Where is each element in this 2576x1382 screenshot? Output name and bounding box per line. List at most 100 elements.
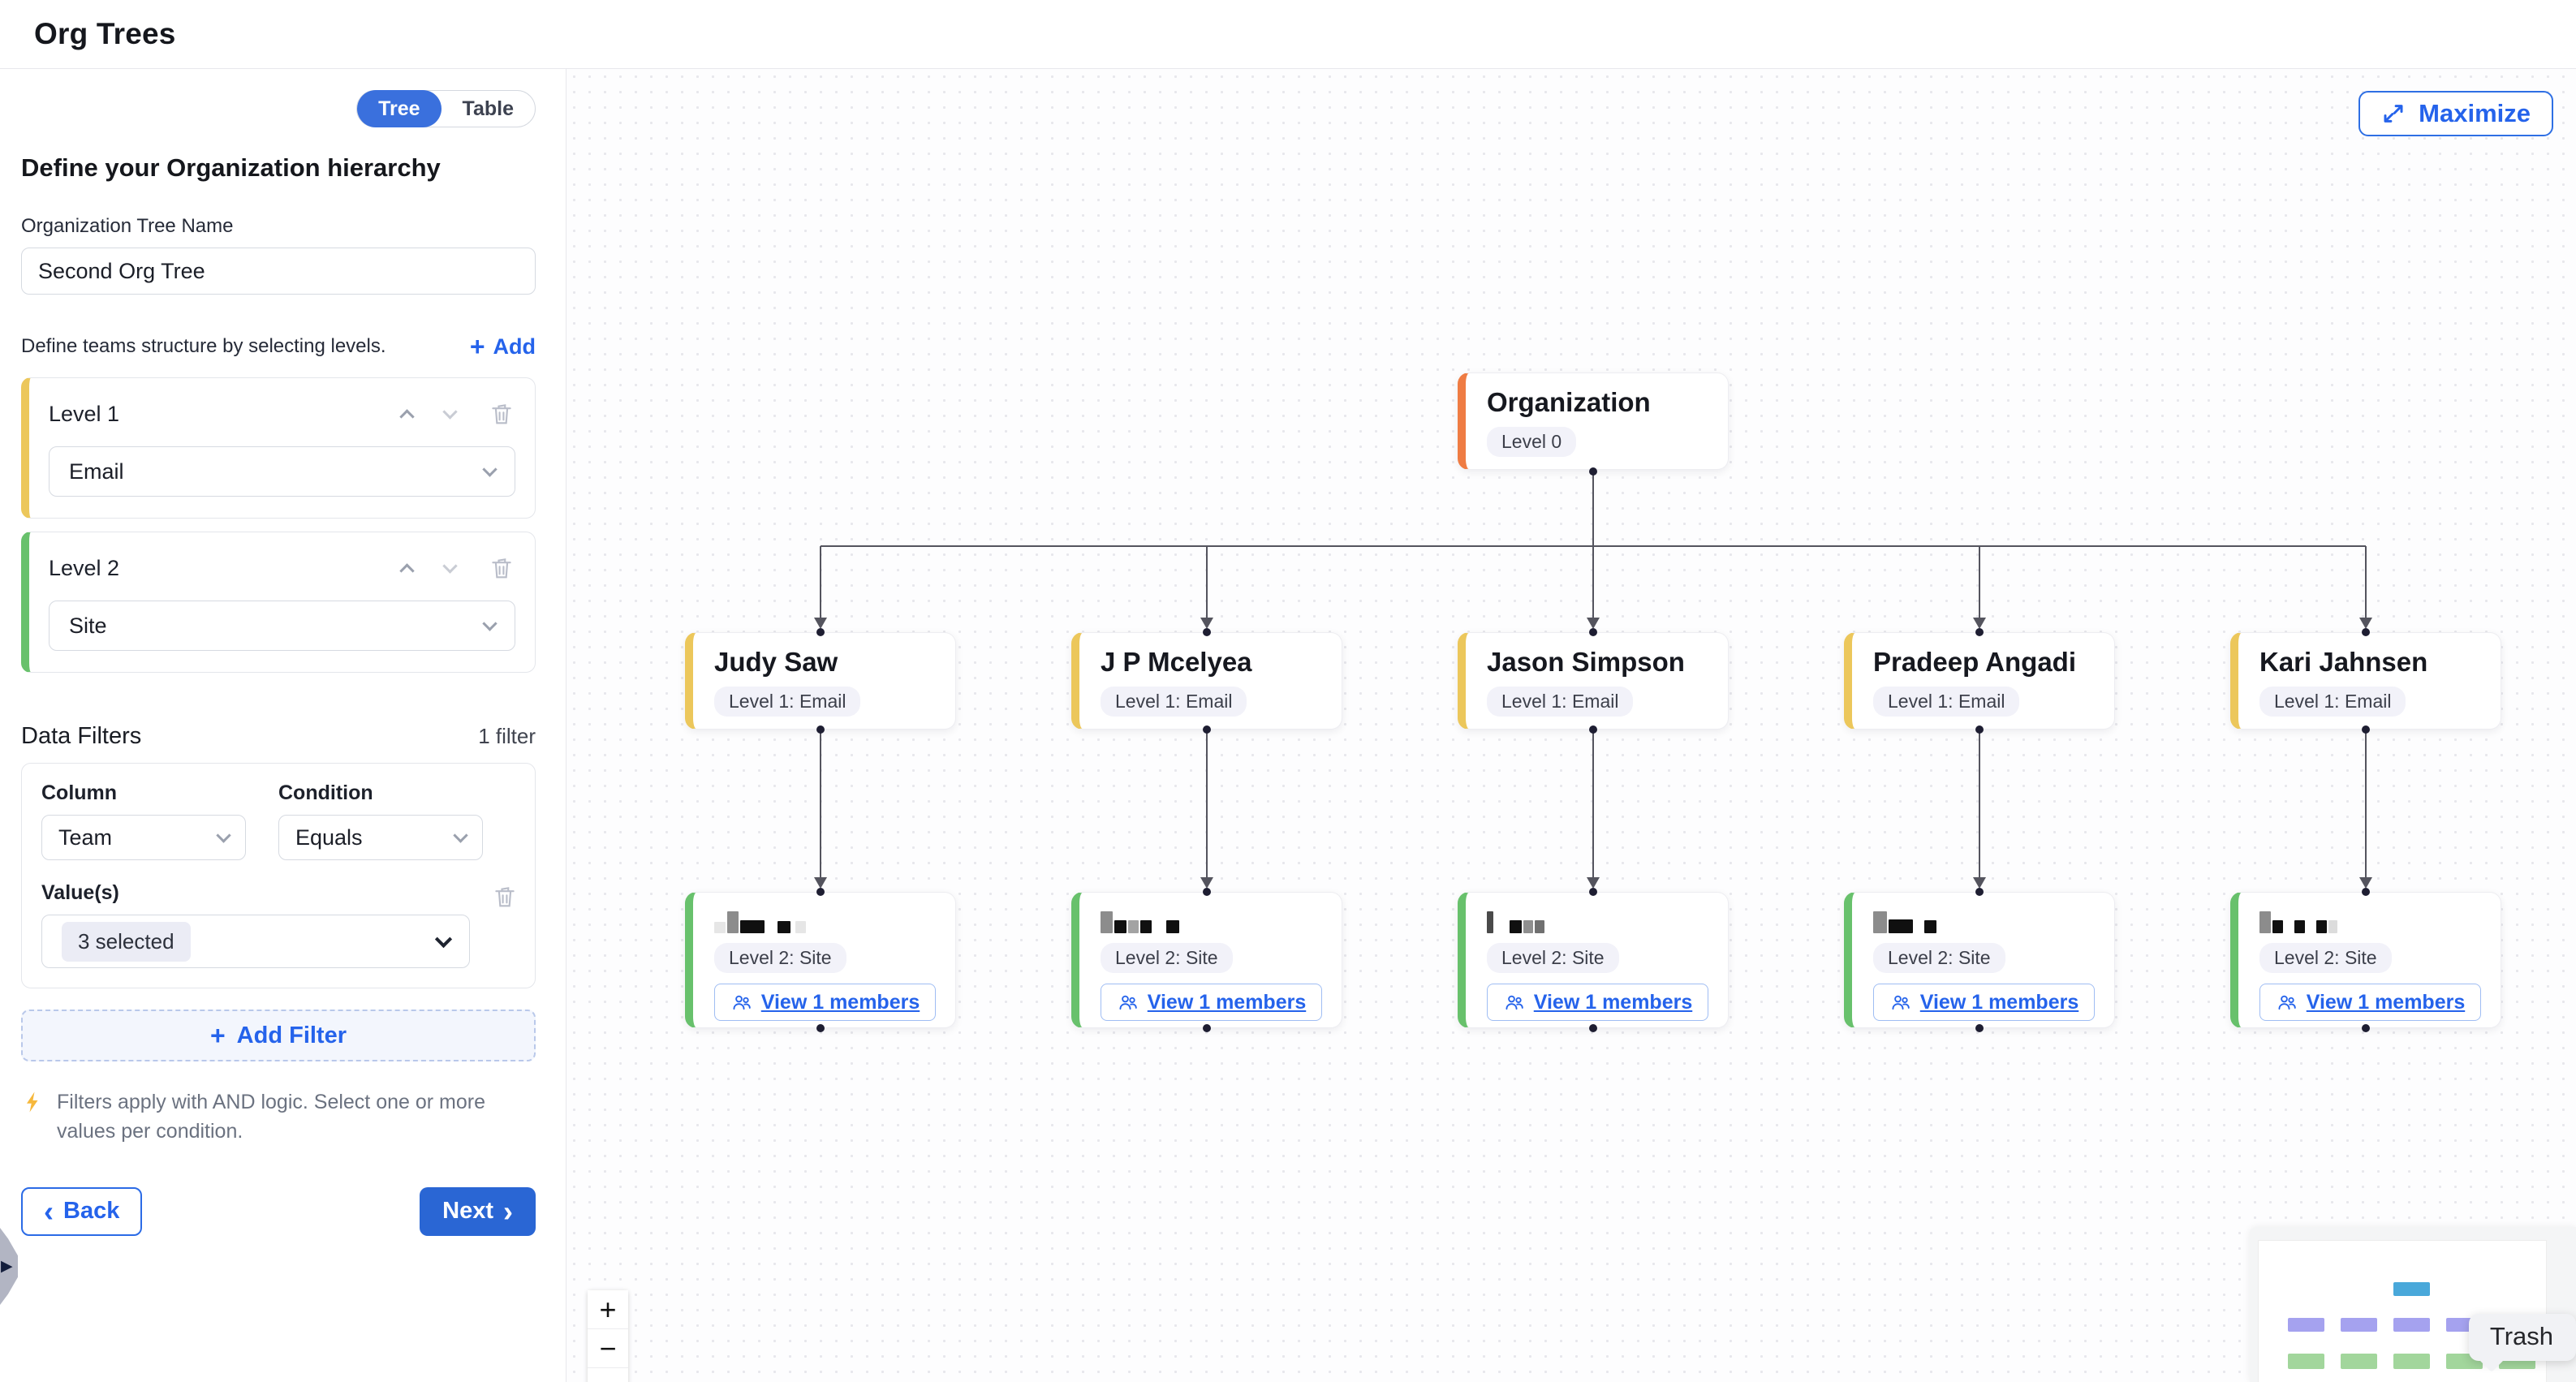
plus-icon: + [210,1023,226,1048]
level-badge: Level 2: Site [1873,943,2005,973]
org-node-level2[interactable]: Level 2: Site View 1 members [1458,892,1729,1028]
zoom-out-button[interactable]: − [588,1329,628,1368]
view-members-label: View 1 members [1534,991,1692,1014]
chevron-down-icon [435,930,452,947]
move-level-up-button[interactable] [402,407,412,422]
org-node-level1[interactable]: Judy Saw Level 1: Email [685,632,956,730]
view-members-button[interactable]: View 1 members [1487,984,1708,1021]
delete-level-button[interactable] [488,399,515,428]
view-members-button[interactable]: View 1 members [1101,984,1322,1021]
node-title: Kari Jahnsen [2259,648,2481,677]
column-select[interactable]: Team [41,815,246,860]
people-icon [1503,991,1526,1014]
sidebar-heading: Define your Organization hierarchy [21,153,536,183]
level-badge: Level 2: Site [2259,943,2392,973]
condition-value: Equals [295,825,363,850]
minimap-node [2288,1354,2324,1369]
minimap-node [2341,1318,2377,1332]
values-select[interactable]: 3 selected [41,915,470,968]
back-label: Back [63,1198,119,1225]
arrow-right-icon: ▶ [1,1259,13,1274]
level-2-label: Level 2 [49,556,369,581]
chevron-down-icon [482,616,497,631]
chevron-down-icon [216,828,230,842]
expand-icon [2381,101,2406,126]
org-node-root[interactable]: Organization Level 0 [1458,372,1729,470]
chevron-up-icon [399,563,414,578]
levels-caption: Define teams structure by selecting leve… [21,335,386,358]
level-badge: Level 2: Site [714,943,846,973]
minimap-node [2393,1318,2430,1332]
next-button[interactable]: Next › [420,1187,536,1236]
condition-select[interactable]: Equals [278,815,483,860]
org-node-level1[interactable]: J P Mcelyea Level 1: Email [1071,632,1342,730]
org-tree-canvas[interactable]: Maximize Organization Level 0 Judy Saw L… [566,69,2576,1382]
filters-note-text: Filters apply with AND logic. Select one… [57,1087,536,1147]
page-title: Org Trees [34,17,176,51]
redacted-name [2259,907,2481,933]
org-node-level1[interactable]: Jason Simpson Level 1: Email [1458,632,1729,730]
level-2-field-select[interactable]: Site [49,601,515,651]
data-filters-heading: Data Filters [21,723,141,750]
node-title: Jason Simpson [1487,648,1708,677]
org-node-level2[interactable]: Level 2: Site View 1 members [1844,892,2115,1028]
tree-name-input[interactable] [21,248,536,295]
view-members-button[interactable]: View 1 members [1873,984,2095,1021]
trash-icon [488,553,515,583]
move-level-down-button[interactable] [445,411,455,417]
view-members-label: View 1 members [1148,991,1306,1014]
delete-filter-button[interactable] [491,882,519,911]
zoom-in-button[interactable]: + [588,1290,628,1329]
level-badge: Level 2: Site [1487,943,1619,973]
delete-level-button[interactable] [488,553,515,583]
filter-count: 1 filter [478,724,536,749]
redacted-name [1487,907,1708,933]
view-members-label: View 1 members [761,991,920,1014]
node-title: Organization [1487,388,1708,417]
level-badge: Level 1: Email [1101,687,1247,717]
tab-table[interactable]: Table [442,90,535,127]
redacted-name [1101,907,1322,933]
move-level-up-button[interactable] [402,561,412,576]
view-toggle-group: Tree Table [356,90,536,127]
filters-note: Filters apply with AND logic. Select one… [21,1087,536,1147]
move-level-down-button[interactable] [445,566,455,571]
trash-icon [491,882,519,911]
add-level-button[interactable]: + Add [470,334,536,359]
org-node-level2[interactable]: Level 2: Site View 1 members [685,892,956,1028]
level-1-field-value: Email [69,459,124,484]
chevron-up-icon [399,409,414,424]
values-label: Value(s) [41,881,515,905]
level-badge: Level 1: Email [1873,687,2019,717]
level-badge: Level 1: Email [2259,687,2406,717]
view-toggle: Tree Table [21,90,536,127]
maximize-button[interactable]: Maximize [2358,91,2553,136]
view-members-button[interactable]: View 1 members [714,984,936,1021]
org-node-level2[interactable]: Level 2: Site View 1 members [2230,892,2501,1028]
maximize-label: Maximize [2419,99,2531,128]
minimap-node [2393,1282,2430,1296]
level-1-label: Level 1 [49,402,369,427]
level-card-1: Level 1 Email [21,377,536,519]
app-header: Org Trees [0,0,2576,69]
tab-tree[interactable]: Tree [357,90,441,127]
lightning-icon [21,1090,45,1114]
people-icon [2276,991,2298,1014]
trash-icon [488,399,515,428]
org-node-level1[interactable]: Kari Jahnsen Level 1: Email [2230,632,2501,730]
trash-tooltip-label: Trash [2490,1322,2553,1350]
redacted-name [1873,907,2095,933]
level-1-field-select[interactable]: Email [49,446,515,497]
zoom-controls: + − [588,1290,628,1382]
minimap-node [2341,1354,2377,1369]
back-button[interactable]: ‹ Back [21,1187,142,1236]
add-filter-label: Add Filter [237,1023,347,1049]
view-members-button[interactable]: View 1 members [2259,984,2481,1021]
add-filter-button[interactable]: + Add Filter [21,1010,536,1061]
fit-view-button[interactable] [588,1368,628,1382]
level-2-field-value: Site [69,614,107,639]
org-node-level2[interactable]: Level 2: Site View 1 members [1071,892,1342,1028]
level-badge: Level 1: Email [1487,687,1633,717]
org-node-level1[interactable]: Pradeep Angadi Level 1: Email [1844,632,2115,730]
